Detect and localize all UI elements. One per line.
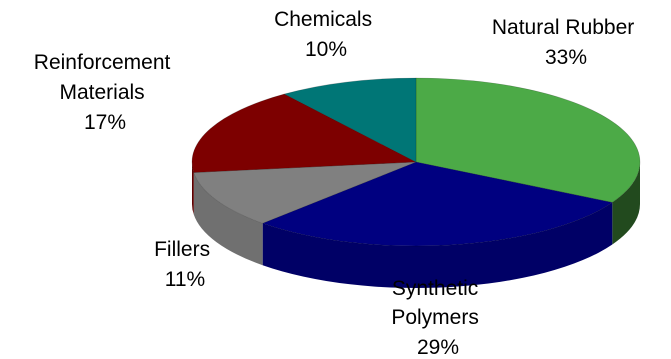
label-reinforcement-materials-line1: Reinforcement <box>34 51 171 74</box>
label-reinforcement-materials-pct: 17% <box>84 111 126 134</box>
pie-top-faces <box>191 77 641 247</box>
label-natural-rubber-line1: Natural Rubber <box>492 16 634 39</box>
label-synthetic-polymers-line1: Synthetic <box>392 277 478 300</box>
slice-side-fillers <box>193 172 263 266</box>
slice-side-reinforcement-materials <box>192 162 194 215</box>
label-fillers: Fillers 11% <box>154 238 216 291</box>
label-synthetic-polymers: Synthetic Polymers 29% <box>391 277 484 359</box>
slice-fillers <box>193 161 417 224</box>
label-fillers-line1: Fillers <box>154 238 210 261</box>
label-reinforcement-materials: Reinforcement Materials 17% <box>34 51 176 134</box>
label-synthetic-polymers-line2: Polymers <box>391 306 479 329</box>
slice-natural-rubber <box>415 77 641 203</box>
label-synthetic-polymers-pct: 29% <box>417 336 459 359</box>
label-chemicals-line1: Chemicals <box>274 8 372 31</box>
pie-side-walls <box>192 162 640 288</box>
slice-chemicals <box>283 77 417 163</box>
slice-synthetic-polymers <box>261 161 614 247</box>
label-chemicals: Chemicals 10% <box>274 8 378 61</box>
label-natural-rubber-pct: 33% <box>545 46 587 69</box>
label-chemicals-pct: 10% <box>305 38 347 61</box>
label-natural-rubber: Natural Rubber 33% <box>492 16 640 69</box>
label-fillers-pct: 11% <box>165 268 205 291</box>
slice-side-synthetic-polymers <box>262 202 613 288</box>
slice-side-natural-rubber <box>612 162 640 245</box>
slice-reinforcement-materials <box>191 93 418 173</box>
label-reinforcement-materials-line2: Materials <box>59 81 144 104</box>
